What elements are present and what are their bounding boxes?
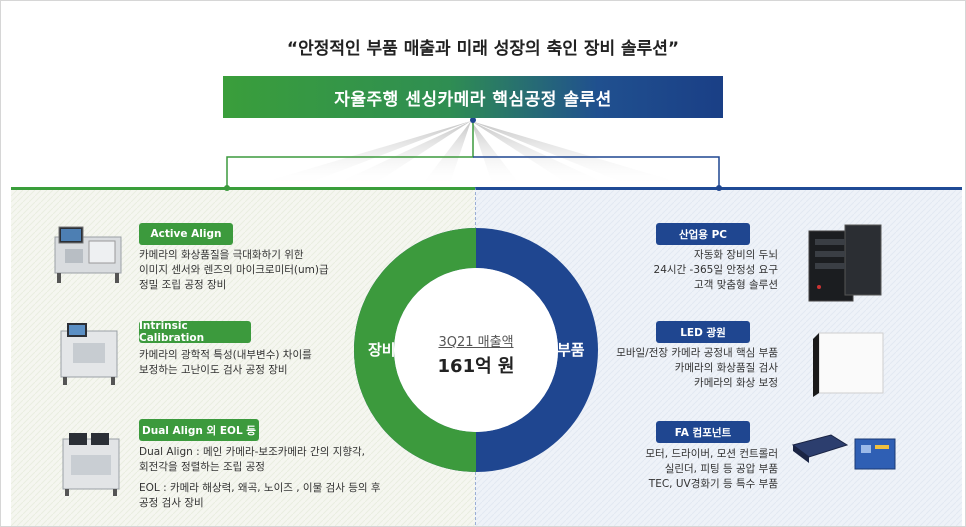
- led-light-label: LED 광원: [656, 321, 750, 343]
- industrial-pc-image: [808, 224, 882, 302]
- dual-align-eol-label: Dual Align 외 EOL 등: [139, 419, 259, 441]
- revenue-caption: 3Q21 매출액: [438, 335, 514, 350]
- active-align-label: Active Align: [139, 223, 233, 245]
- fa-component-label: FA 컴포넌트: [656, 421, 750, 443]
- dual-align-machine-image: [62, 433, 120, 496]
- revenue-total: 161억 원: [437, 356, 515, 377]
- active-align-description: 카메라의 화상품질을 극대화하기 위한 이미지 센서와 렌즈의 마이크로미터(u…: [139, 249, 329, 291]
- equipment-segment: [354, 228, 477, 472]
- parts-segment-label: 부품: [557, 341, 585, 359]
- led-panel-image: [813, 332, 884, 397]
- revenue-donut-chart: [354, 228, 598, 472]
- equipment-segment-label: 장비: [368, 341, 396, 359]
- dual-align-eol-description: Dual Align : 메인 카메라-보조카메라 간의 지향각, 회전각을 정…: [139, 446, 381, 509]
- intrinsic-calibration-label: Intrinsic Calibration: [139, 320, 251, 344]
- active-align-machine-image: [54, 226, 122, 283]
- intrinsic-calibration-machine-image: [60, 323, 118, 385]
- industrial-pc-label: 산업용 PC: [656, 223, 750, 245]
- fa-component-image: [791, 434, 896, 470]
- industrial-pc-description: 자동화 장비의 두뇌 24시간 -365일 안정성 요구 고객 맞춤형 솔루션: [653, 249, 778, 291]
- headline-quote: “안정적인 부품 매출과 미래 성장의 축인 장비 솔루션”: [286, 39, 680, 59]
- fa-component-description: 모터, 드라이버, 모션 컨트롤러 실린더, 피팅 등 공압 부품 TEC, U…: [645, 448, 778, 490]
- solution-banner: 자율주행 센싱카메라 핵심공정 솔루션: [223, 76, 723, 118]
- led-light-description: 모바일/전장 카메라 공정내 핵심 부품 카메라의 화상품질 검사 카메라의 화…: [616, 347, 778, 389]
- intrinsic-calibration-description: 카메라의 광학적 특성(내부변수) 차이를 보정하는 고난이도 검사 공정 장비: [139, 349, 312, 376]
